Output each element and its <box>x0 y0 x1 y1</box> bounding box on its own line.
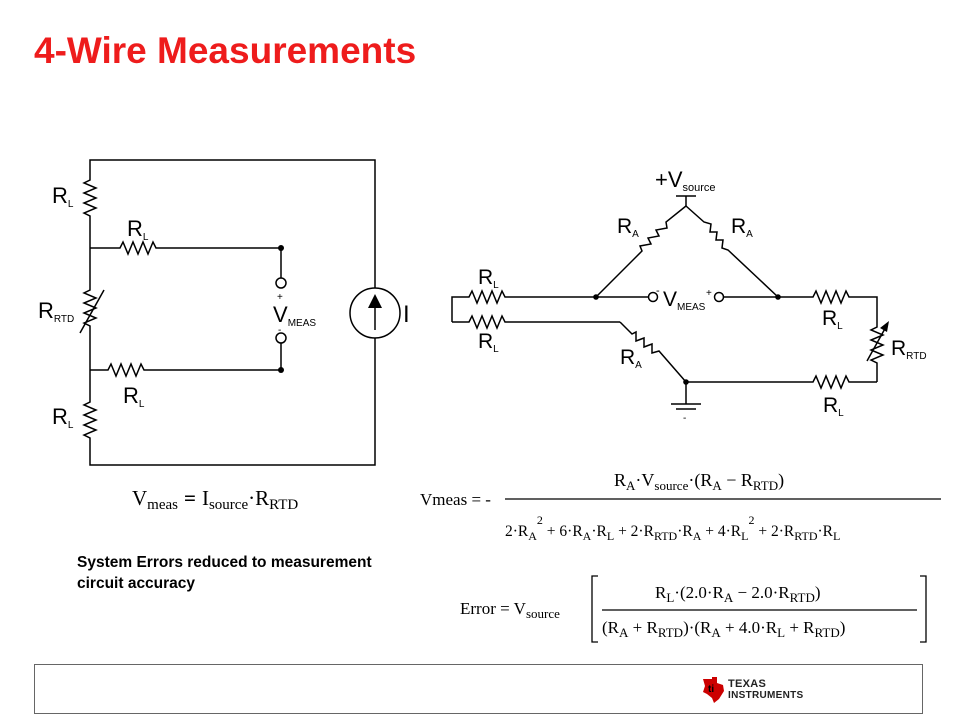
system-errors-note: System Errors reduced to measurement cir… <box>77 554 372 592</box>
ti-state-shape <box>703 677 724 703</box>
left-rrtd-resistor <box>82 248 98 370</box>
right-vmeas-plus: + <box>706 288 712 299</box>
left-rrtd-arrow <box>79 289 105 334</box>
left-node-lower <box>278 367 284 373</box>
right-rl-top-left-resistor <box>451 289 596 322</box>
left-rl-top-resistor <box>82 175 98 248</box>
right-ra-right-resistor <box>685 205 779 298</box>
left-vmeas-plus: + <box>277 292 283 303</box>
right-ground-mark: - <box>683 413 686 424</box>
right-rl-top-left-label: RL <box>478 266 499 291</box>
left-rl-bottom-resistor <box>82 370 98 442</box>
eq-error-left-bracket <box>591 575 598 643</box>
svg-text:ti: ti <box>708 684 714 695</box>
ti-logo: ti TEXAS INSTRUMENTS <box>700 675 825 705</box>
left-vmeas-minus: - <box>278 325 281 336</box>
eq-vmeas-denominator: 2·RA2 + 6·RA·RL + 2·RRTD·RA + 4·RL2 + 2·… <box>505 513 840 543</box>
right-rrtd-arrow <box>866 324 888 362</box>
ti-state-icon: ti <box>703 677 724 703</box>
left-vmeas-minus-terminal <box>275 332 287 344</box>
right-rrtd-arrowhead <box>880 321 889 332</box>
eq-error-denominator: (RA + RRTD)·(RA + 4.0·RL + RRTD) <box>602 618 845 640</box>
right-ra-left-resistor <box>595 205 687 298</box>
right-node-right <box>775 294 781 300</box>
footer-bar: ti TEXAS INSTRUMENTS <box>34 664 923 714</box>
left-rl-upper-resistor <box>90 240 282 278</box>
right-ra-bottom-resistor <box>619 321 687 383</box>
right-rl-right-top-resistor <box>778 289 878 322</box>
left-node-upper <box>278 245 284 251</box>
right-rl-bottom-left-label: RL <box>478 330 499 355</box>
right-vmeas-label: VMEAS <box>663 288 706 313</box>
right-rrtd-resistor <box>869 322 885 382</box>
left-vmeas-label: VMEAS <box>273 302 316 329</box>
right-vmeas-minus: - <box>656 285 660 297</box>
right-rl-bottom-left-resistor <box>452 314 620 330</box>
right-vmeas-plus-terminal <box>713 291 725 303</box>
right-node-bottom <box>683 379 689 385</box>
eq-vmeas-lhs: Vmeas = - <box>420 490 491 509</box>
left-rl-lower-resistor <box>90 343 282 378</box>
right-rl-right-bottom-label: RL <box>823 394 844 419</box>
eq-error-numerator: RL·(2.0·RA − 2.0·RRTD) <box>655 583 821 605</box>
page-title: 4-Wire Measurements <box>34 30 417 71</box>
ti-brand-line1: TEXAS <box>728 678 767 690</box>
left-rrtd-label: RRTD <box>38 298 74 325</box>
left-rl-bottom-label: RL <box>52 404 74 431</box>
right-vsource-label: +Vsource <box>655 167 716 194</box>
right-vmeas-minus-terminal <box>647 291 659 303</box>
left-rl-lower-label: RL <box>123 383 145 410</box>
right-node-left <box>593 294 599 300</box>
eq-error-right-bracket <box>920 575 927 643</box>
right-rl-right-top-label: RL <box>822 307 843 332</box>
right-ra-bottom-label: RA <box>620 346 642 371</box>
eq-error-lhs: Error = Vsource <box>460 599 560 621</box>
left-source-label: I <box>403 301 410 328</box>
eq-vmeas-numerator: RA·Vsource·(RA − RRTD) <box>614 470 784 493</box>
right-rrtd-label: RRTD <box>891 337 927 362</box>
left-formula: Vmeas=Isource·RRTD <box>132 486 298 513</box>
left-loop-top-wire <box>89 159 376 288</box>
right-ra-right-label: RA <box>731 215 753 240</box>
right-ra-left-label: RA <box>617 215 639 240</box>
left-rl-upper-label: RL <box>127 216 149 243</box>
left-rl-top-label: RL <box>52 183 74 210</box>
left-loop-bottom-wire <box>89 338 376 466</box>
left-vmeas-plus-terminal <box>275 277 287 289</box>
ti-brand-line2: INSTRUMENTS <box>728 690 804 701</box>
right-rl-right-bottom-resistor <box>686 374 877 390</box>
left-current-arrow <box>368 294 382 308</box>
